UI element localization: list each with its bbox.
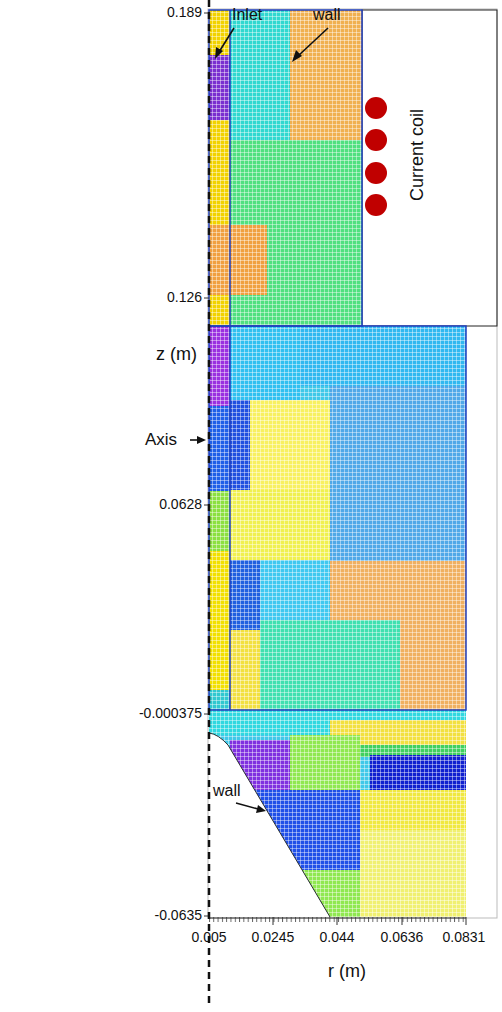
wall-outline [209, 733, 330, 917]
axis-major-ticks [204, 13, 466, 925]
tick-label: 0.005 [191, 930, 226, 945]
axis-title: z (m) [156, 345, 197, 365]
tick-label: 0.044 [319, 930, 354, 945]
tick-label: 0.0245 [252, 930, 295, 945]
symmetry-axis [208, 0, 211, 1004]
tick-label: 0.0636 [381, 930, 424, 945]
tick-label: -0.0635 [155, 908, 202, 923]
coil-region [362, 10, 497, 326]
leader-arrows [190, 28, 328, 813]
tick-label: 0.0628 [159, 497, 202, 512]
block-outlines [209, 10, 466, 710]
tick-label: 0.189 [167, 5, 202, 20]
region-label: Inlet [232, 6, 262, 24]
coil-symbols [365, 97, 387, 216]
coil-label: Current coil [408, 109, 428, 201]
axis-title: r (m) [328, 962, 366, 982]
tick-label: -0.000375 [139, 706, 202, 721]
tick-label: 0.0831 [443, 930, 486, 945]
tick-label: 0.126 [167, 290, 202, 305]
region-label: wall [213, 782, 241, 800]
region-label: Axis [145, 431, 177, 450]
mesh-partitions [209, 10, 466, 920]
region-label: wall [313, 6, 341, 24]
r-axis-ticks [209, 917, 467, 922]
